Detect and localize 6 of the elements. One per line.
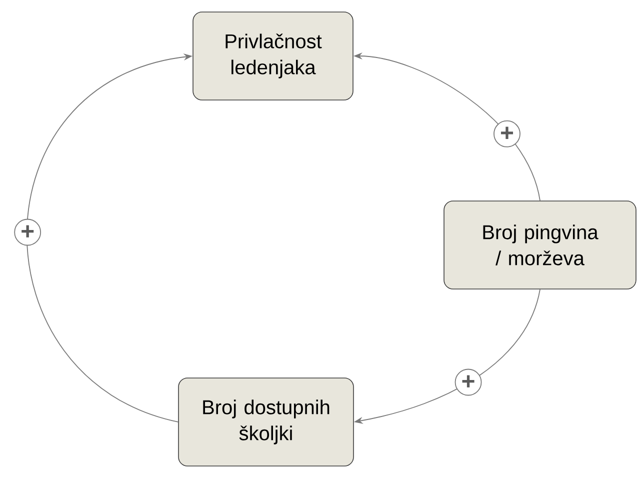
process-box: Broj dostupnih školjki <box>178 378 354 466</box>
edge-label: + <box>14 218 42 246</box>
edge-label: + <box>494 120 520 148</box>
process-box: Broj pingvina / morževa <box>444 200 636 290</box>
process-box: Privlačnost ledenjaka <box>192 12 354 100</box>
edge-label: + <box>454 368 482 396</box>
